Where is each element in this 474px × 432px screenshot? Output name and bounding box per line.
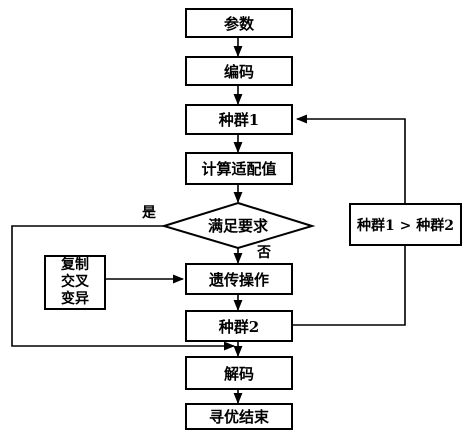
operator-crossover: 交叉 <box>61 274 89 290</box>
feedback-line <box>293 246 406 326</box>
assignment-box: 种群1 > 种群2 <box>349 203 462 246</box>
genetic-ops-label: 遗传操作 <box>208 270 269 289</box>
yes-label: 是 <box>142 205 156 221</box>
decode-label: 解码 <box>223 364 254 383</box>
population1-box: 种群1 <box>185 104 293 135</box>
params-box: 参数 <box>185 8 293 38</box>
no-label: 否 <box>257 245 271 261</box>
encode-box: 编码 <box>185 56 293 86</box>
params-label: 参数 <box>223 14 254 33</box>
search-end-box: 寻优结束 <box>185 403 293 430</box>
genetic-ops-box: 遗传操作 <box>185 263 293 295</box>
search-end-label: 寻优结束 <box>208 408 269 426</box>
population2-label: 种群2 <box>218 317 260 336</box>
operator-mutation: 变异 <box>61 291 89 307</box>
decision-diamond <box>160 201 316 250</box>
decode-box: 解码 <box>185 356 293 390</box>
decision-label: 满足要求 <box>207 216 268 235</box>
fitness-box: 计算适配值 <box>185 152 293 185</box>
yes-branch-line <box>11 225 236 351</box>
assignment-label: 种群1 > 种群2 <box>357 217 454 234</box>
operator-copy: 复制 <box>61 257 89 273</box>
operators-box: 复制 交叉 变异 <box>44 255 106 310</box>
encode-label: 编码 <box>223 62 254 81</box>
feedback-line-top <box>295 114 406 203</box>
population1-label: 种群1 <box>218 111 260 129</box>
fitness-label: 计算适配值 <box>201 160 277 178</box>
population2-box: 种群2 <box>185 310 293 342</box>
